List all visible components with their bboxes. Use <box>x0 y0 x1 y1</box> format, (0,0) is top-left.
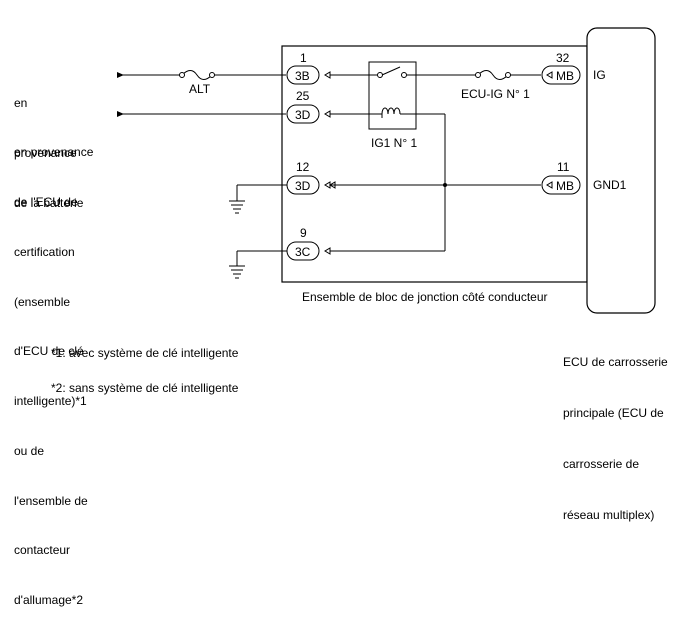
connector-3C: 3C 9 <box>286 226 320 261</box>
svg-text:3D: 3D <box>295 108 311 122</box>
relay-switch <box>330 66 478 78</box>
relay-box <box>368 61 417 130</box>
ecu-source-arrow <box>117 111 124 117</box>
junction-dot <box>443 183 447 187</box>
signal-ig: IG <box>593 68 606 82</box>
body-ecu-box <box>586 27 656 314</box>
svg-text:3C: 3C <box>295 245 311 259</box>
ecu-ig-fuse-label: ECU-IG N° 1 <box>461 87 530 101</box>
alt-fuse-terminal-right <box>209 72 215 78</box>
body-ecu-label: ECU de carrosserie principale (ECU de ca… <box>563 355 668 522</box>
battery-source-label: en provenance de la batterie <box>14 96 84 210</box>
alt-fuse-label: ALT <box>189 82 211 96</box>
connector-3D-12: 3D 12 <box>286 160 320 195</box>
junction-block-box <box>281 45 588 283</box>
battery-arrow <box>117 72 124 78</box>
ecu-ig-fuse <box>477 70 541 80</box>
pin-number-9: 9 <box>300 226 307 240</box>
junction-block-label: Ensemble de bloc de jonction côté conduc… <box>302 290 548 304</box>
note-2: *2: sans système de clé intelligente <box>51 381 239 395</box>
connector-3D-25: 3D 25 <box>286 89 320 124</box>
pin-number-11: 11 <box>557 160 570 174</box>
ecu-source-label: en provenance de l'ECU de certification … <box>14 145 94 608</box>
svg-text:MB: MB <box>556 69 574 83</box>
svg-text:MB: MB <box>556 179 574 193</box>
connector-3B: 3B 1 <box>286 51 320 85</box>
svg-text:3D: 3D <box>295 179 311 193</box>
relay-coil <box>330 107 446 251</box>
relay-label: IG1 N° 1 <box>371 136 417 150</box>
svg-text:3B: 3B <box>295 69 310 83</box>
connector-MB-32: MB 32 <box>541 51 581 85</box>
ground-symbol-9 <box>229 250 287 279</box>
pin-number-32: 32 <box>556 51 570 65</box>
pin-number-25: 25 <box>296 89 310 103</box>
ground-symbol-12 <box>229 184 287 214</box>
pin-number-12: 12 <box>296 160 310 174</box>
signal-gnd1: GND1 <box>593 178 627 192</box>
ground-bus <box>330 184 541 252</box>
wiring-diagram: ALT 3B 1 3D 25 3D 12 3C 9 <box>117 27 656 314</box>
note-1: *1: avec système de clé intelligente <box>51 346 239 360</box>
connector-MB-11: MB 11 <box>541 160 581 195</box>
pin-number-1: 1 <box>300 51 307 65</box>
battery-wire <box>117 70 286 80</box>
alt-fuse-terminal-left <box>179 72 185 78</box>
